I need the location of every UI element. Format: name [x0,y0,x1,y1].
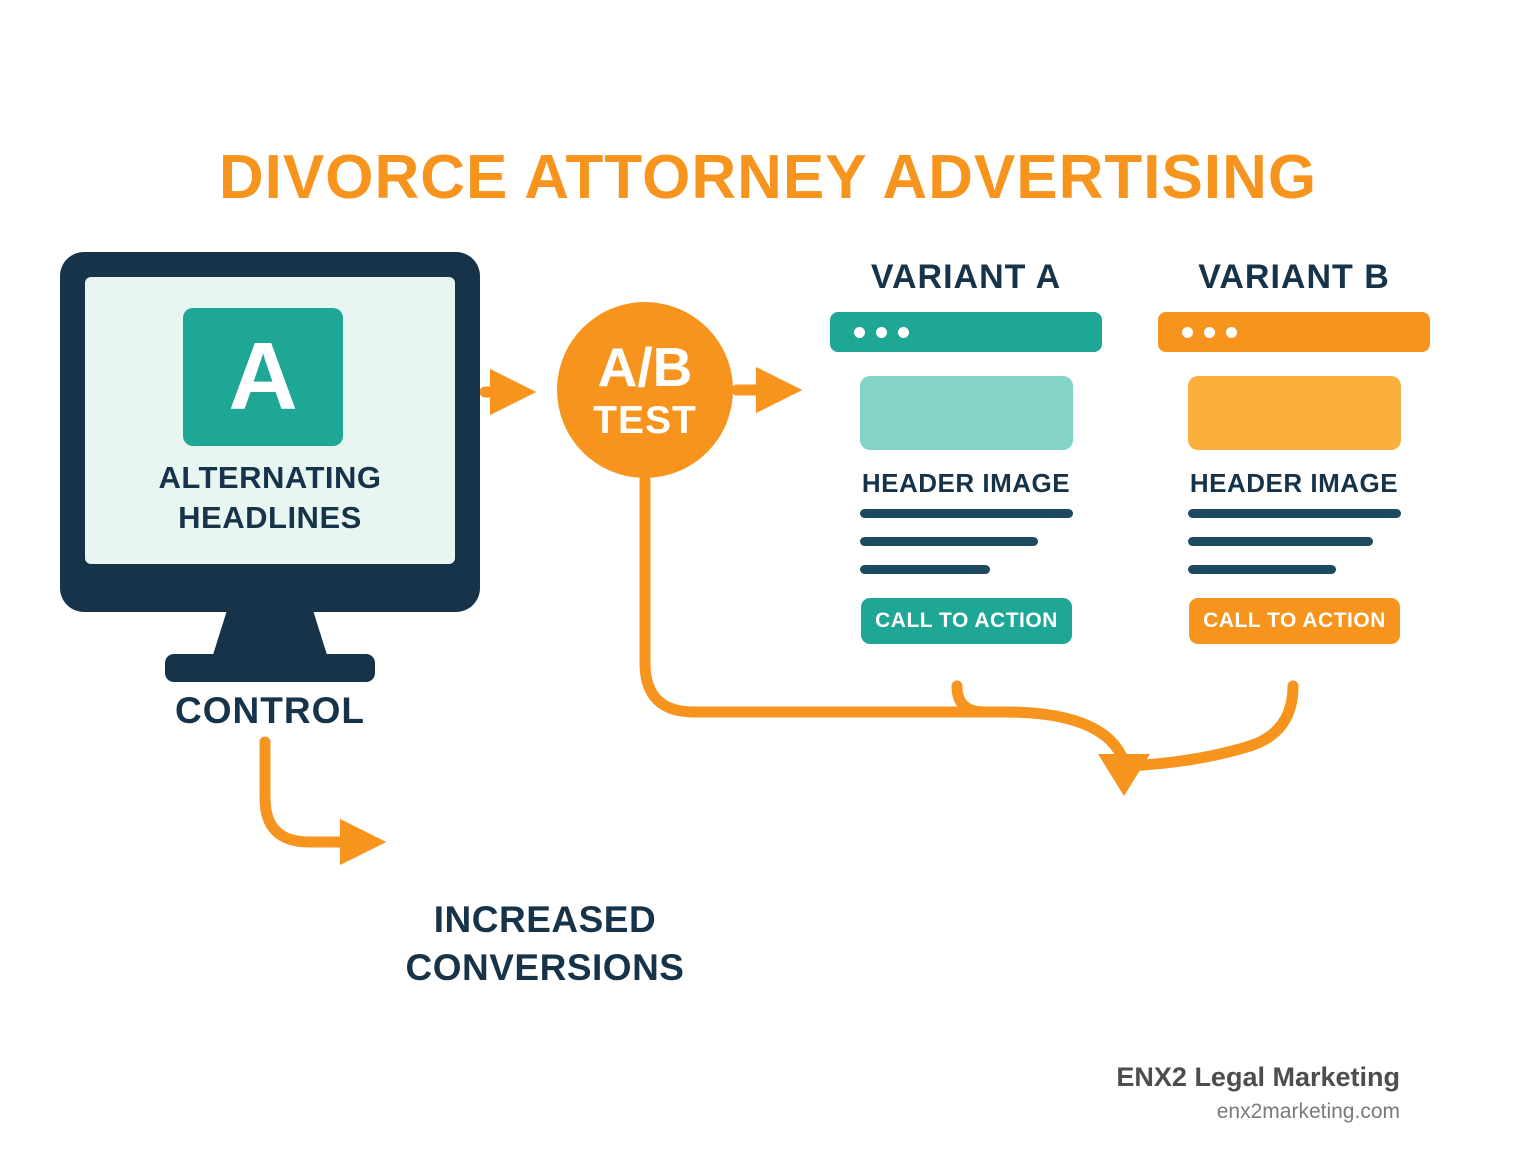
variant-b-cta-button: CALL TO ACTION [1189,598,1400,644]
text-line [860,537,1038,546]
arrow-variant-b-join [1120,680,1299,772]
variant-a-title: VARIANT A [870,258,1062,296]
footer: ENX2 Legal Marketing enx2marketing.com [1116,1062,1400,1124]
variant-a-header-image [860,376,1073,450]
increased-conversions-label: INCREASED CONVERSIONS [405,899,685,989]
text-line [1188,537,1373,546]
text-line [1188,509,1401,518]
text-line [860,509,1073,518]
control-monitor: A ALTERNATING HEADLINES [60,252,480,682]
variant-a-card: VARIANT A HEADER IMAGE CALL TO ACTION [830,258,1102,654]
browser-dot-icon [898,326,909,338]
alternating-headlines-label: ALTERNATING HEADLINES [158,460,382,536]
monitor-stand-base [165,654,375,682]
footer-brand: ENX2 Legal Marketing [1116,1062,1400,1092]
ab-test-label-top: A/B [597,336,693,398]
page-title: DIVORCE ATTORNEY ADVERTISING [218,143,1318,212]
browser-dot-icon [854,326,865,338]
browser-dot-icon [1204,326,1215,338]
text-line [1188,565,1336,574]
variant-a-browser-bar [830,312,1102,352]
text-line [860,565,990,574]
ab-test-badge: A/B TEST [557,302,733,478]
variant-b-card: VARIANT B HEADER IMAGE CALL TO ACTION [1158,258,1430,654]
control-label: CONTROL [175,690,365,731]
footer-website: enx2marketing.com [1216,1100,1400,1123]
merge-arrowhead-icon [1098,754,1150,796]
variant-b-header-image [1188,376,1401,450]
variant-b-title: VARIANT B [1198,258,1390,296]
variant-a-header-image-label: HEADER IMAGE [861,468,1071,498]
variant-b-header-image-label: HEADER IMAGE [1189,468,1399,498]
ab-test-label-bottom: TEST [593,399,697,442]
browser-dot-icon [1226,326,1237,338]
variant-b-browser-bar [1158,312,1430,352]
variant-a-cta-button: CALL TO ACTION [861,598,1072,644]
arrow-variant-a-join [951,680,990,718]
arrow-control-to-conversions [259,736,387,866]
browser-dot-icon [1182,326,1193,338]
letter-a-icon: A [183,308,343,446]
monitor-stand-neck [212,610,328,658]
browser-dot-icon [876,326,887,338]
